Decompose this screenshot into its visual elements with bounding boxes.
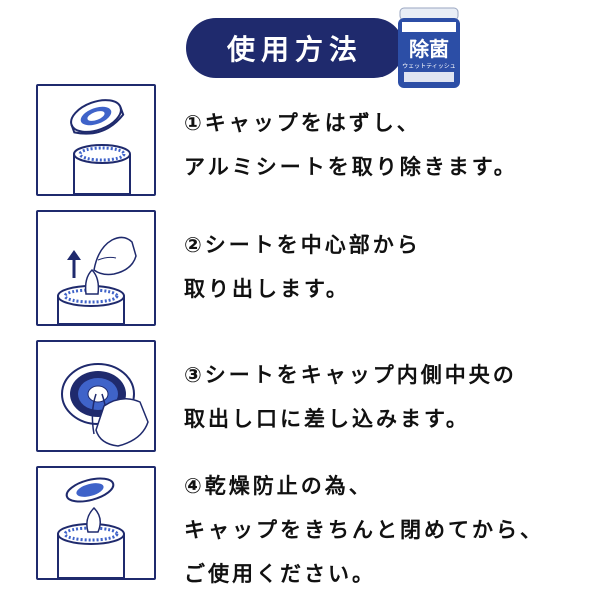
product-sublabel: ウェットティッシュ <box>402 62 456 70</box>
step3-line2: 取出し口に差し込みます。 <box>184 407 470 431</box>
step4-instructions: ④乾燥防止の為、 キャップをきちんと閉めてから、 ご使用ください。 <box>184 464 544 596</box>
step3-illustration <box>36 340 156 452</box>
step2-line2: 取り出します。 <box>184 277 350 301</box>
page-title: 使用方法 <box>226 33 363 66</box>
step4-illustration <box>36 466 156 580</box>
step3-instructions: ③シートをキャップ内側中央の 取出し口に差し込みます。 <box>184 353 517 441</box>
cap-removal-icon <box>70 99 131 194</box>
pull-sheet-icon <box>57 236 137 324</box>
step3-line1: ③シートをキャップ内側中央の <box>184 363 517 387</box>
product-label: 除菌 <box>409 37 449 61</box>
title-banner: 使用方法 <box>186 18 404 78</box>
step2-line1: ②シートを中心部から <box>184 233 421 257</box>
step4-line1: ④乾燥防止の為、 <box>184 474 373 498</box>
step1-line2: アルミシートを取り除きます。 <box>184 155 518 179</box>
close-cap-icon <box>57 477 125 578</box>
step4-line2: キャップをきちんと閉めてから、 <box>184 518 544 542</box>
step1-instructions: ①キャップをはずし、 アルミシートを取り除きます。 <box>184 101 518 189</box>
product-image: 除菌 ウェットティッシュ <box>398 7 460 88</box>
step2-instructions: ②シートを中心部から 取り出します。 <box>184 223 421 311</box>
step1-line1: ①キャップをはずし、 <box>184 111 421 135</box>
step4-line3: ご使用ください。 <box>184 562 376 586</box>
step2-illustration <box>36 210 156 326</box>
step1-illustration <box>36 84 156 196</box>
insert-sheet-icon <box>61 363 149 447</box>
